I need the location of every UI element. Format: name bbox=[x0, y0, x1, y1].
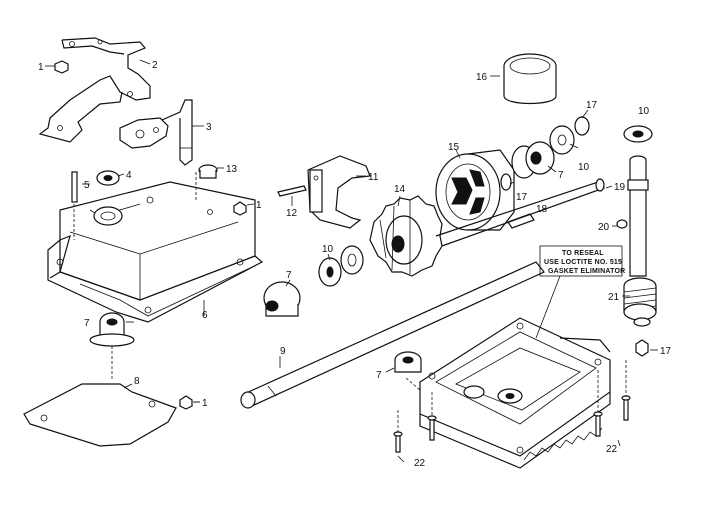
plate-part bbox=[23, 383, 177, 447]
washer-part bbox=[318, 245, 364, 287]
callout-10: 10 bbox=[638, 106, 650, 117]
worm-shaft-part bbox=[623, 125, 653, 277]
bearing-part bbox=[394, 351, 422, 373]
callout-11: 11 bbox=[368, 172, 379, 183]
output-shaft-part bbox=[435, 178, 606, 247]
lower-housing-part bbox=[419, 317, 611, 469]
screw-part bbox=[45, 60, 69, 74]
snap-ring-part bbox=[635, 339, 649, 357]
screw-part bbox=[179, 395, 200, 410]
callout-10: 10 bbox=[578, 162, 590, 173]
callout-20: 20 bbox=[598, 222, 610, 233]
bearing-part bbox=[263, 281, 301, 317]
worm-gear-part bbox=[623, 277, 657, 327]
cup-part bbox=[503, 53, 557, 105]
drum-part bbox=[435, 149, 515, 231]
note-line-2: USE LOCTITE NO. 515 bbox=[544, 259, 622, 266]
callout-4: 4 bbox=[126, 170, 132, 181]
callout-7: 7 bbox=[376, 370, 382, 381]
callout-17: 17 bbox=[586, 100, 598, 111]
callout-22: 22 bbox=[606, 444, 618, 455]
callout-17: 17 bbox=[660, 346, 672, 357]
washer-part bbox=[549, 125, 575, 155]
callout-16: 16 bbox=[476, 72, 488, 83]
callout-9: 9 bbox=[280, 346, 286, 357]
reseal-note: TO RESEAL USE LOCTITE NO. 515 GASKET ELI… bbox=[544, 250, 625, 275]
shift-lever-part bbox=[119, 99, 193, 166]
callout-1: 1 bbox=[202, 398, 208, 409]
callout-1: 1 bbox=[256, 200, 262, 211]
pin-part bbox=[616, 219, 628, 229]
callout-5: 5 bbox=[84, 180, 90, 191]
callout-17: 17 bbox=[516, 192, 528, 203]
callout-19: 19 bbox=[614, 182, 626, 193]
callout-12: 12 bbox=[286, 208, 298, 219]
callout-2: 2 bbox=[152, 60, 158, 71]
callout-14: 14 bbox=[394, 184, 406, 195]
callout-3: 3 bbox=[206, 122, 212, 133]
plug-part bbox=[198, 164, 224, 179]
callout-7: 7 bbox=[84, 318, 90, 329]
upper-housing-part bbox=[47, 181, 264, 323]
main-shaft-part bbox=[240, 261, 545, 409]
note-line-1: TO RESEAL bbox=[562, 250, 604, 257]
bolt-part bbox=[393, 395, 631, 453]
callout-7: 7 bbox=[558, 170, 564, 181]
callout-6: 6 bbox=[202, 310, 208, 321]
note-line-3: GASKET ELIMINATOR bbox=[548, 268, 625, 275]
callout-13: 13 bbox=[226, 164, 238, 175]
callout-22: 22 bbox=[414, 458, 426, 469]
callout-8: 8 bbox=[134, 376, 140, 387]
shift-fork-part bbox=[307, 155, 371, 229]
key-part bbox=[277, 185, 307, 197]
bracket-part bbox=[38, 37, 151, 143]
callout-labels: 1 2 3 4 5 13 1 12 11 14 15 16 17 10 7 17… bbox=[38, 60, 672, 469]
bearing-part bbox=[511, 141, 555, 179]
screw-part bbox=[233, 201, 255, 216]
bearing-part bbox=[89, 312, 135, 347]
pin-part bbox=[71, 171, 78, 203]
assembly-lines bbox=[73, 172, 627, 432]
callout-1: 1 bbox=[38, 62, 44, 73]
washer-part bbox=[96, 170, 120, 186]
callout-21: 21 bbox=[608, 292, 620, 303]
callout-15: 15 bbox=[448, 142, 460, 153]
gear-part bbox=[369, 195, 443, 277]
callout-10: 10 bbox=[322, 244, 334, 255]
callout-18: 18 bbox=[536, 204, 548, 215]
callout-7: 7 bbox=[286, 270, 292, 281]
snap-ring-part bbox=[500, 116, 590, 191]
leader-lines bbox=[82, 59, 658, 463]
